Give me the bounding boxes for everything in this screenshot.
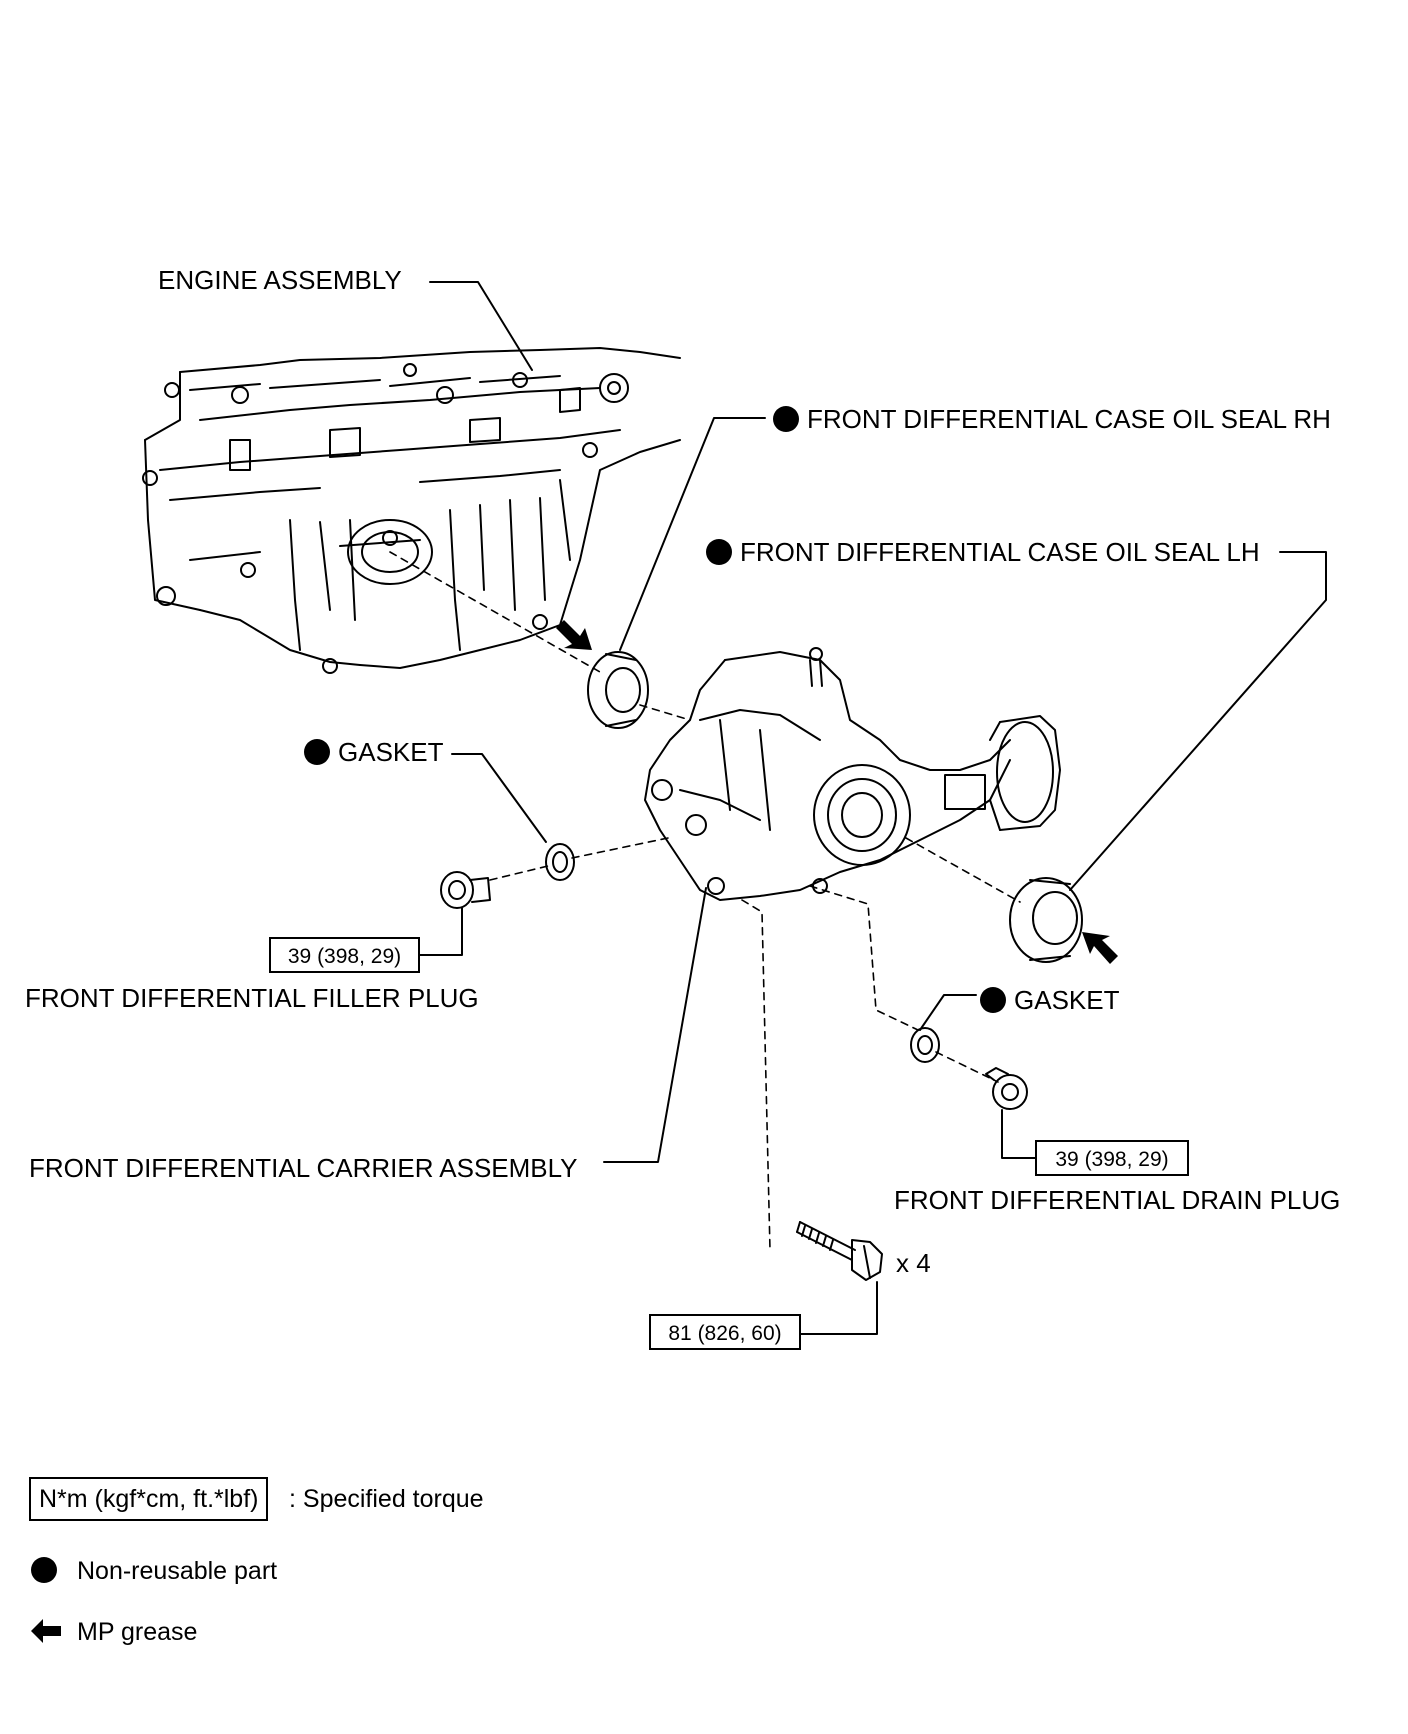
mp-grease-arrow-icon [31,1619,61,1643]
drain-plug-drawing [985,1067,1028,1110]
filler-plug-label: FRONT DIFFERENTIAL FILLER PLUG [25,983,479,1013]
gasket-upper-drawing [545,843,575,881]
drain-plug-torque-box: 39 (398, 29) [1035,1140,1189,1176]
non-reusable-dot-icon [706,539,732,565]
bolt-torque-box: 81 (826, 60) [649,1314,801,1350]
oil-seal-lh-label: FRONT DIFFERENTIAL CASE OIL SEAL LH [706,537,1260,567]
mp-grease-arrow-icon [1082,932,1118,964]
differential-carrier-drawing [644,647,1061,901]
oil-seal-rh-label: FRONT DIFFERENTIAL CASE OIL SEAL RH [773,404,1331,434]
legend-torque-units-box: N*m (kgf*cm, ft.*lbf) [29,1477,269,1521]
gasket-lower-label: GASKET [980,985,1119,1015]
mp-grease-arrow-icon [556,620,592,650]
mounting-bolt-drawing [796,1221,883,1281]
legend-torque-desc: : Specified torque [289,1485,484,1513]
leader-lines [419,281,1327,1335]
gasket-lower-drawing [910,1027,940,1063]
oil-seal-rh-drawing [587,651,649,729]
oil-seal-lh-drawing [1009,877,1083,963]
engine-assembly-label: ENGINE ASSEMBLY [158,265,402,295]
engine-assembly-drawing [142,347,681,674]
filler-plug-torque-box: 39 (398, 29) [269,937,420,973]
non-reusable-dot-icon [980,987,1006,1013]
non-reusable-dot-icon [31,1557,57,1583]
bolt-quantity-label: x 4 [896,1248,931,1278]
drain-plug-label: FRONT DIFFERENTIAL DRAIN PLUG [894,1185,1341,1215]
carrier-assembly-label: FRONT DIFFERENTIAL CARRIER ASSEMBLY [29,1153,578,1183]
legend-nonreusable: Non-reusable part [31,1556,277,1586]
alignment-dashed-lines [389,551,1021,1251]
filler-plug-drawing [440,871,491,909]
non-reusable-dot-icon [773,406,799,432]
gasket-upper-label: GASKET [304,737,443,767]
non-reusable-dot-icon [304,739,330,765]
legend-mp-grease: MP grease [31,1617,197,1647]
